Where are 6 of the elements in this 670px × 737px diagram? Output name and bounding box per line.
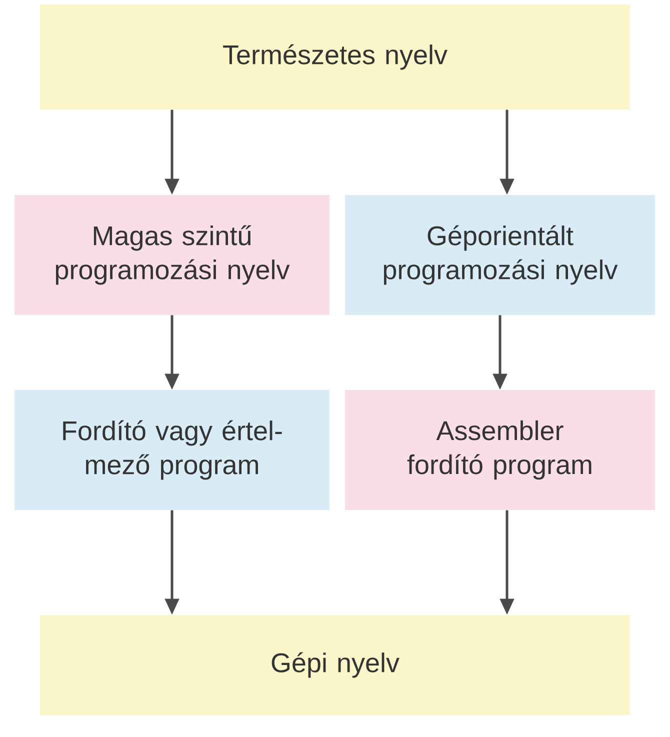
process-box: Magas szintű programozási nyelv	[14, 195, 330, 315]
process-box: Természetes nyelv	[40, 4, 630, 110]
process-box: Gépi nyelv	[40, 615, 630, 715]
process-box: Fordító vagy értel- mező program	[14, 390, 330, 510]
process-box: Assembler fordító program	[345, 390, 655, 510]
process-box: Géporientált programozási nyelv	[345, 195, 655, 315]
